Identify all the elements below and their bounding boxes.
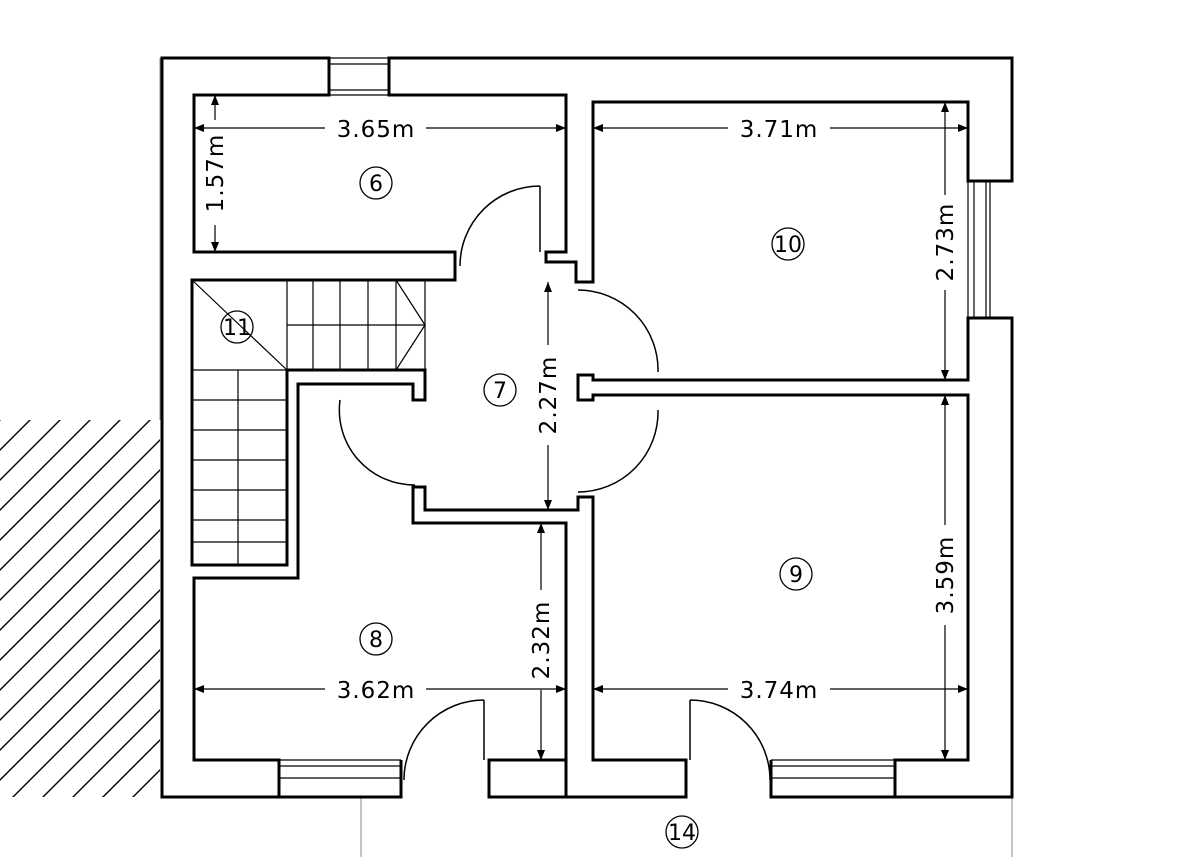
door-swings <box>338 185 771 781</box>
door-10-swing <box>577 289 659 373</box>
wall-bottom-door8 <box>487 758 568 799</box>
room-11-circle <box>220 310 254 344</box>
door-8-swing <box>403 699 485 781</box>
room-8-label: 8 <box>369 628 383 653</box>
outer-wall-top-right <box>387 56 1014 284</box>
room-7-label: 7 <box>493 379 507 404</box>
door-6-swing <box>459 185 541 267</box>
door-9-bottom-swing <box>689 699 771 781</box>
walls <box>160 56 1014 799</box>
dimension-lines <box>194 95 968 760</box>
wall-center-divider <box>411 485 688 799</box>
door-9-top-swing <box>577 409 659 493</box>
dim-room8-width: 3.62m <box>337 678 416 704</box>
dim-room9-height: 3.59m <box>933 536 959 615</box>
staircase <box>191 279 426 565</box>
room-9-label: 9 <box>789 563 803 588</box>
windows <box>279 57 1012 798</box>
dim-room9-width: 3.74m <box>740 678 819 704</box>
dim-room10-width: 3.71m <box>740 117 819 143</box>
dim-room6-width: 3.65m <box>337 117 416 143</box>
dim-room7-height: 2.27m <box>536 356 562 435</box>
hatched-terrace <box>0 420 160 797</box>
room-8-circle <box>359 622 393 656</box>
room-9-circle <box>779 557 813 591</box>
wall-right-lower <box>576 316 1014 799</box>
room-14-label: 14 <box>668 821 696 846</box>
site-lines <box>159 58 1013 857</box>
window-right <box>967 180 1012 319</box>
room-markers <box>220 166 813 849</box>
room-11-label: 11 <box>223 316 251 341</box>
window-bottom-left <box>279 759 401 798</box>
room-14-circle <box>665 815 699 849</box>
window-top <box>329 57 389 96</box>
room-6-circle <box>359 166 393 200</box>
dim-room8-height: 2.32m <box>529 601 555 680</box>
room-7-circle <box>483 373 517 407</box>
room-10-label: 10 <box>774 233 802 258</box>
dimension-arrows <box>194 95 968 760</box>
window-bottom-right <box>771 759 895 798</box>
room-10-circle <box>771 227 805 261</box>
room-6-label: 6 <box>369 172 383 197</box>
door-7-left-swing <box>338 399 416 486</box>
outer-wall-outline <box>160 56 457 799</box>
dim-room6-height: 1.57m <box>203 134 229 213</box>
dim-room10-height: 2.73m <box>933 203 959 282</box>
